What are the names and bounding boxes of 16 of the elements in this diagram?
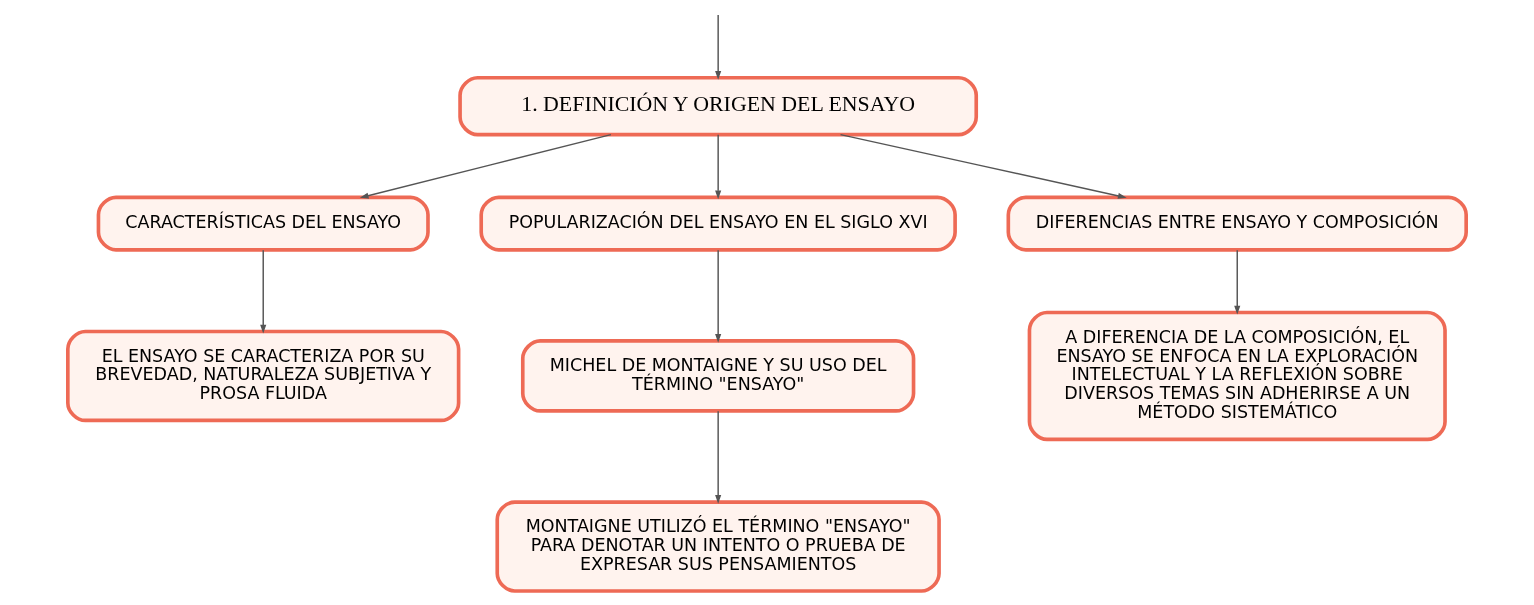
arrow [260,249,267,334]
node-box: POPULARIZACIÓN DEL ENSAYO EN EL SIGLO XVI [479,195,957,252]
arrow [1234,249,1241,315]
node-box: MICHEL DE MONTAIGNE Y SU USO DEL TÉRMINO "ENSAYO" [520,339,916,413]
node-box: CARACTERÍSTICAS DEL ENSAYO [96,195,430,252]
arrow [715,14,722,80]
arrow [715,410,722,504]
node-box: DIFERENCIAS ENTRE ENSAYO Y COMPOSICIÓN [1006,195,1468,252]
arrow [839,133,1127,199]
node-box: 1. DEFINICIÓN Y ORIGEN DEL ENSAYO [458,75,979,137]
arrow [359,133,612,199]
node-box: A DIFERENCIA DE LA COMPOSICIÓN, EL ENSAYO SE ENFOCA EN LA EXPLORACIÓN INTELECTUAL Y LA REFLEXIÓN SOBRE DIVERSOS TEMAS SIN ADHERIRSE A UN MÉTODO SISTEMÁTICO [1027,310,1447,442]
arrow [715,249,722,343]
arrow [715,134,722,200]
node-box: EL ENSAYO SE CARACTERIZA POR SU BREVEDAD, NATURALEZA SUBJETIVA Y PROSA FLUIDA [66,329,461,423]
node-box: MONTAIGNE UTILIZÓ EL TÉRMINO "ENSAYO" PARA DENOTAR UN INTENTO O PRUEBA DE EXPRESAR SUS PENSAMIENTOS [495,500,941,593]
